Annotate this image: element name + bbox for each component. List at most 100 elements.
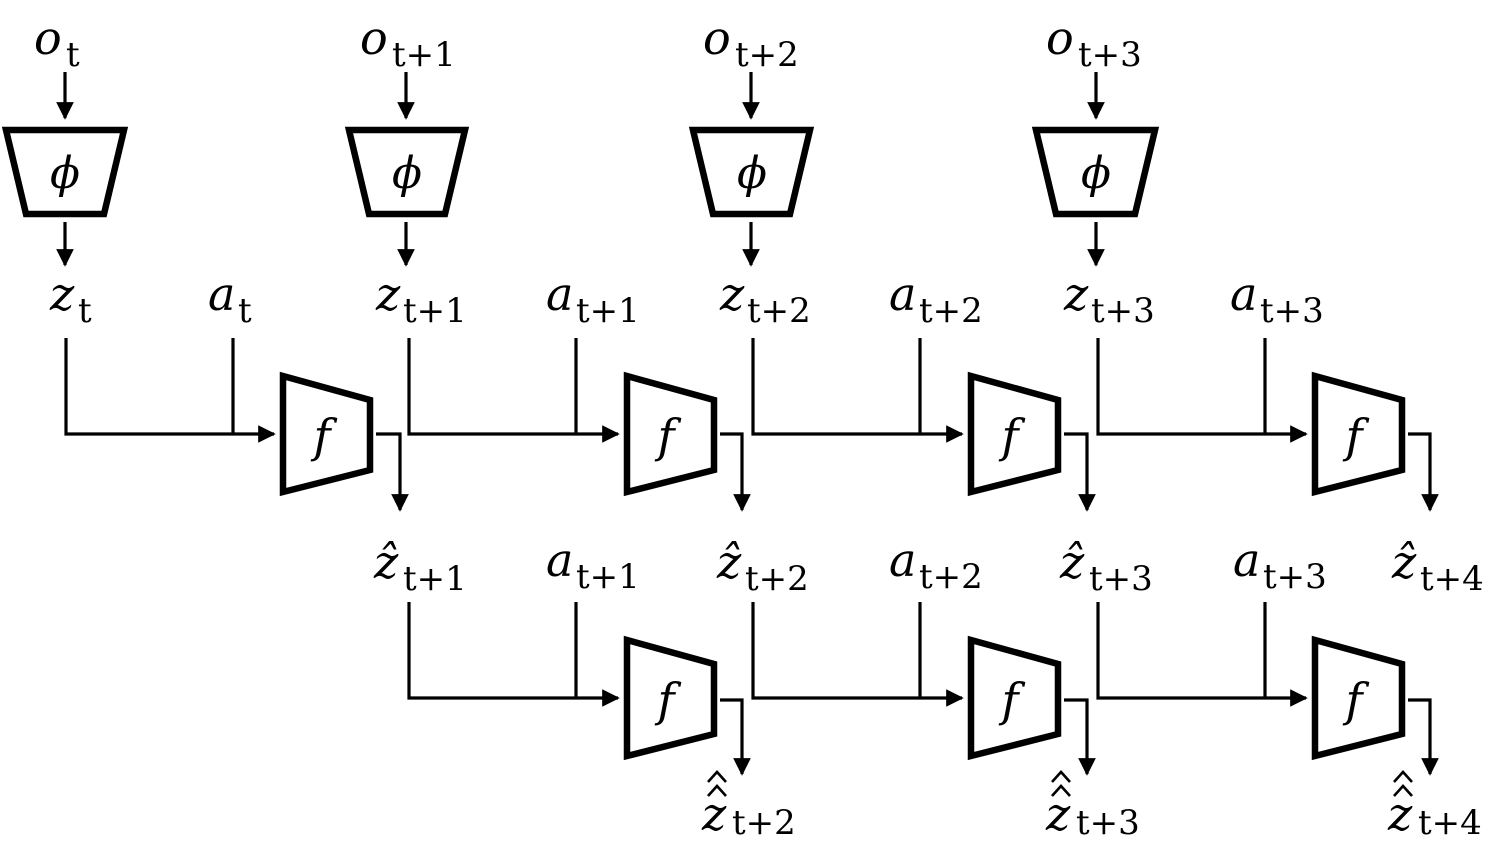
output-wire-r1-1 — [720, 432, 751, 512]
action-base: a — [546, 533, 573, 587]
encoder-block-3: ϕ — [1031, 126, 1160, 218]
dynamics-block-r2-0: f — [623, 635, 718, 761]
prediction-label-r2-1: ẑ t+2 — [716, 535, 809, 599]
prediction-sub: t+3 — [1089, 559, 1153, 599]
prediction-sub: t+4 — [1418, 803, 1482, 843]
latent-sub: t — [78, 291, 92, 331]
latent-base: z — [375, 267, 401, 321]
hat-accent-outer — [1393, 770, 1413, 783]
action-label-r2-1: a t+2 — [889, 533, 983, 597]
action-label-1: a t+1 — [546, 267, 640, 331]
prediction-sub: t+1 — [403, 559, 467, 599]
phi-symbol: ϕ — [392, 148, 422, 199]
hat-accent-inner — [1051, 784, 1071, 797]
output-wire-r2-2 — [1408, 698, 1439, 776]
prediction-sub: t+2 — [745, 559, 809, 599]
prediction-label-r3-0: z t+2 — [701, 770, 796, 843]
obs-base: o — [34, 11, 62, 65]
obs-base: o — [360, 11, 388, 65]
latent-wire-r2-0 — [407, 602, 620, 707]
phi-symbol: ϕ — [737, 148, 767, 199]
latent-base: z — [1063, 267, 1089, 321]
encoder-block-0: ϕ — [1, 126, 129, 218]
dynamics-block-r2-1: f — [967, 635, 1062, 761]
dynamics-block-r1-2: f — [967, 371, 1062, 497]
latent-wire-r1-2 — [751, 338, 964, 443]
latent-wire-r1-1 — [407, 338, 620, 443]
action-label-0: a t — [208, 267, 252, 331]
hat-accent-inner — [707, 784, 727, 797]
action-label-2: a t+2 — [889, 267, 983, 331]
phi-symbol: ϕ — [1081, 148, 1111, 199]
latent-wire-r2-2 — [1096, 602, 1308, 707]
observation-label-0: o t — [34, 11, 80, 75]
action-base: a — [1230, 267, 1257, 321]
observation-label-1: o t+1 — [360, 11, 456, 75]
prediction-base: ẑ — [716, 535, 742, 589]
prediction-label-r2-2: ẑ t+3 — [1059, 535, 1153, 599]
prediction-label-r2-3: ẑ t+4 — [1391, 535, 1484, 599]
output-wire-r2-0 — [720, 698, 751, 776]
output-wire-r1-2 — [1064, 432, 1096, 512]
latent-label-1: z t+1 — [375, 267, 467, 331]
action-label-3: a t+3 — [1230, 267, 1324, 331]
prediction-base: z — [1045, 787, 1071, 841]
latent-label-2: z t+2 — [719, 267, 811, 331]
obs-sub: t — [66, 35, 80, 75]
prediction-sub: t+3 — [1076, 803, 1140, 843]
latent-wire-r2-1 — [751, 602, 964, 707]
prediction-base: ẑ — [1391, 535, 1417, 589]
prediction-base: z — [1387, 787, 1413, 841]
prediction-base: z — [701, 787, 727, 841]
action-sub: t+3 — [1260, 291, 1324, 331]
prediction-label-r2-0: ẑ t+1 — [373, 535, 467, 599]
obs-sub: t+2 — [735, 35, 799, 75]
prediction-label-r3-1: z t+3 — [1045, 770, 1140, 843]
prediction-label-r3-2: z t+4 — [1387, 770, 1482, 843]
latent-wire-r1-0 — [64, 338, 276, 443]
latent-sub: t+2 — [747, 291, 811, 331]
latent-label-0: z t — [49, 267, 92, 331]
output-wire-r2-1 — [1064, 698, 1096, 776]
obs-base: o — [1046, 11, 1074, 65]
obs-sub: t+3 — [1078, 35, 1142, 75]
obs-base: o — [703, 11, 731, 65]
action-label-r2-2: a t+3 — [1233, 533, 1327, 597]
prediction-sub: t+4 — [1420, 559, 1484, 599]
dynamics-block-r1-3: f — [1311, 371, 1406, 497]
action-base: a — [1233, 533, 1260, 587]
encoder-block-1: ϕ — [344, 126, 470, 218]
hat-accent-outer — [1051, 770, 1071, 783]
encoder-block-2: ϕ — [688, 126, 815, 218]
observation-label-2: o t+2 — [703, 11, 799, 75]
prediction-base: ẑ — [373, 535, 399, 589]
hat-accent-outer — [707, 770, 727, 783]
latent-base: z — [719, 267, 745, 321]
output-wire-r1-0 — [376, 432, 409, 512]
hat-accent-inner — [1393, 784, 1413, 797]
action-base: a — [208, 267, 235, 321]
latent-sub: t+1 — [403, 291, 467, 331]
prediction-base: ẑ — [1059, 535, 1085, 589]
action-sub: t+1 — [576, 557, 640, 597]
output-wire-r1-3 — [1408, 432, 1439, 512]
action-sub: t+3 — [1263, 557, 1327, 597]
latent-sub: t+3 — [1091, 291, 1155, 331]
action-sub: t+1 — [576, 291, 640, 331]
dynamics-block-r1-1: f — [623, 371, 718, 497]
dynamics-block-r1-0: f — [279, 371, 374, 497]
action-label-r2-0: a t+1 — [546, 533, 640, 597]
action-sub: t+2 — [919, 291, 983, 331]
observation-label-3: o t+3 — [1046, 11, 1142, 75]
action-sub: t+2 — [919, 557, 983, 597]
action-base: a — [889, 267, 916, 321]
action-sub: t — [238, 291, 252, 331]
action-base: a — [889, 533, 916, 587]
prediction-sub: t+2 — [732, 803, 796, 843]
latent-base: z — [49, 267, 75, 321]
dynamics-block-r2-2: f — [1311, 635, 1406, 761]
latent-label-3: z t+3 — [1063, 267, 1155, 331]
phi-symbol: ϕ — [50, 148, 80, 199]
obs-sub: t+1 — [392, 35, 456, 75]
